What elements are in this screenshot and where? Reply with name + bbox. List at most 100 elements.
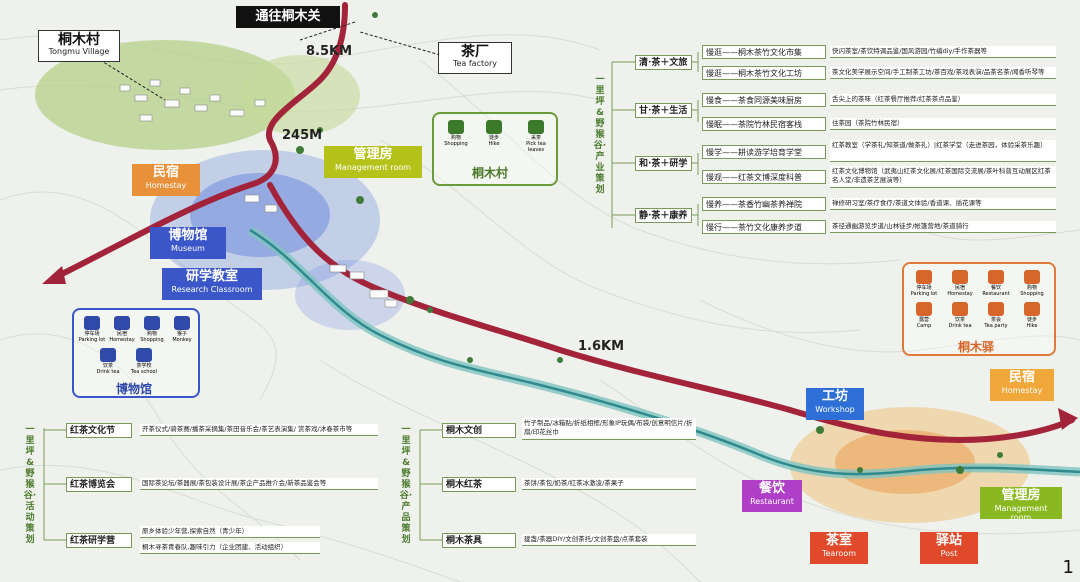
legend-post-en-1: Homestay — [947, 291, 973, 297]
industry-row-0-0: 慢逛——桐木茶竹文化市集 — [702, 45, 826, 59]
product-desc-0: 竹子制品/冰箱贴/折纸相框/形象IP玩偶/布袋/创意明信片/折扇/印花丝巾 — [522, 418, 696, 440]
factory-zh: 茶厂 — [461, 44, 489, 60]
product-row-2: 桐木茶具 — [442, 533, 516, 548]
homestay-2-en: Homestay — [1001, 385, 1043, 395]
restaurant-icon — [988, 270, 1004, 284]
activity-desc-1: 国际茶论坛/茶器展/茶包装设计展/茶企产品推介会/新茶品鉴会等 — [140, 478, 378, 490]
homestay-1-en: Homestay — [145, 180, 187, 190]
industry-desc-1-0: 舌尖上的茶味（红茶餐厅推荐/红茶茶点品鉴） — [830, 94, 1056, 106]
activity-vertical-title: 一里坪&野猴谷·活动策划 — [23, 425, 37, 545]
page-number: 1 — [1062, 557, 1074, 578]
post-en: Post — [940, 548, 958, 558]
industry-desc-3-0: 禅修研习室/茶疗食疗/茶道文体验/香道课、插花课等 — [830, 198, 1056, 210]
management-1-en: Management room — [335, 162, 411, 172]
industry-desc-2-0: 红茶教室（学茶礼/知茶道/做茶礼）|红茶学堂（走进茶园，体验采茶乐趣） — [830, 140, 1056, 162]
legend-post-zh-6: 茶会 — [990, 317, 1001, 323]
management-callout-2: 管理房 Management room — [980, 487, 1062, 522]
factory-en: Tea factory — [452, 59, 498, 69]
workshop-callout: 工坊 Workshop — [806, 388, 864, 420]
management-callout-1: 管理房 Management room — [324, 146, 422, 178]
industry-theme-3: 静·茶＋康养 — [635, 208, 692, 223]
classroom-en: Research Classroom — [171, 284, 253, 294]
classroom-callout: 研学教室 Research Classroom — [162, 268, 262, 300]
hike-icon — [1024, 302, 1040, 316]
legend-museum-en-1: Homestay — [109, 337, 135, 343]
industry-theme-0: 清·茶＋文旅 — [635, 55, 692, 70]
distance-8-5km: 8.5KM — [306, 44, 353, 59]
distance-245m: 245M — [282, 128, 323, 143]
legend-post-zh-7: 徒步 — [1026, 317, 1037, 323]
workshop-en: Workshop — [815, 404, 855, 414]
legend-museum-en-0: Parking lot — [78, 337, 106, 343]
legend-museum-en-2: Shopping — [140, 337, 164, 343]
product-row-0: 桐木文创 — [442, 423, 516, 438]
activity-row-1: 红茶博览会 — [66, 477, 132, 492]
homestay-icon — [114, 316, 130, 330]
legend-post-zh-2: 餐饮 — [990, 285, 1001, 291]
museum-zh: 博物馆 — [168, 228, 208, 243]
legend-village-title: 桐木村 — [472, 166, 509, 180]
industry-row-2-0: 慢学——耕读游学培育学堂 — [702, 145, 826, 159]
workshop-zh: 工坊 — [821, 389, 848, 404]
industry-vertical-title: 一里坪&野猴谷·产业策划 — [593, 75, 607, 195]
legend-post-title: 桐木驿 — [958, 340, 995, 354]
industry-row-1-0: 慢食——茶食同源美味厨房 — [702, 93, 826, 107]
legend-post-en-0: Parking lot — [910, 291, 938, 297]
parking-icon — [84, 316, 100, 330]
legend-museum-en-5: Tea school — [131, 369, 157, 375]
legend-post-zh-1: 民宿 — [954, 285, 965, 291]
legend-village-en-2: Pick tea leaves — [526, 141, 546, 153]
legend-museum-en-3: Monkey — [172, 337, 192, 343]
legend-post-zh-0: 停车场 — [916, 285, 932, 291]
legend-village-zh-2: 采茶 — [530, 135, 541, 141]
tea-party-icon — [988, 302, 1004, 316]
legend-post-en-7: Hike — [1026, 323, 1038, 329]
legend-museum-zh-2: 购物 — [146, 331, 157, 337]
museum-callout: 博物馆 Museum — [150, 227, 226, 259]
shopping-icon — [448, 120, 464, 134]
shopping-icon — [144, 316, 160, 330]
homestay-icon — [952, 270, 968, 284]
legend-post-en-6: Tea party — [984, 323, 1008, 329]
shopping-icon — [1024, 270, 1040, 284]
industry-desc-1-1: 住茶园（茶院竹林民宿） — [830, 118, 1056, 130]
product-vertical-title: 一里坪&野猴谷·产品策划 — [399, 425, 413, 545]
industry-row-1-1: 慢眠——茶院竹林民宿客栈 — [702, 117, 826, 131]
homestay-callout-1: 民宿 Homestay — [132, 164, 200, 196]
restaurant-zh: 餐饮 — [758, 481, 785, 496]
activity-desc-2a: 原乡体验少年营,探索自然（青少年） — [140, 526, 320, 538]
post-callout: 驿站 Post — [920, 532, 978, 564]
legend-museum-zh-3: 猴子 — [176, 331, 187, 337]
restaurant-en: Restaurant — [750, 496, 794, 506]
parking-icon — [916, 270, 932, 284]
activity-desc-2b: 桐木寻茶青春队,趣味引力（企业团建、活动组织） — [140, 542, 320, 554]
activity-row-0: 红茶文化节 — [66, 423, 132, 438]
activity-row-2: 红茶研学营 — [66, 533, 132, 548]
management-2-zh: 管理房 — [1001, 488, 1041, 503]
industry-theme-2: 和·茶＋研学 — [635, 156, 692, 171]
industry-row-2-1: 慢观——红茶文博深度科普 — [702, 170, 826, 184]
legend-museum-zh-4: 饮茶 — [102, 363, 113, 369]
legend-village-en-0: Shopping — [444, 141, 468, 147]
camp-icon — [916, 302, 932, 316]
legend-village-zh-0: 购物 — [450, 135, 461, 141]
tearoom-en: Tearoom — [821, 548, 857, 558]
legend-museum-title: 博物馆 — [116, 382, 153, 396]
post-zh: 驿站 — [935, 533, 962, 548]
